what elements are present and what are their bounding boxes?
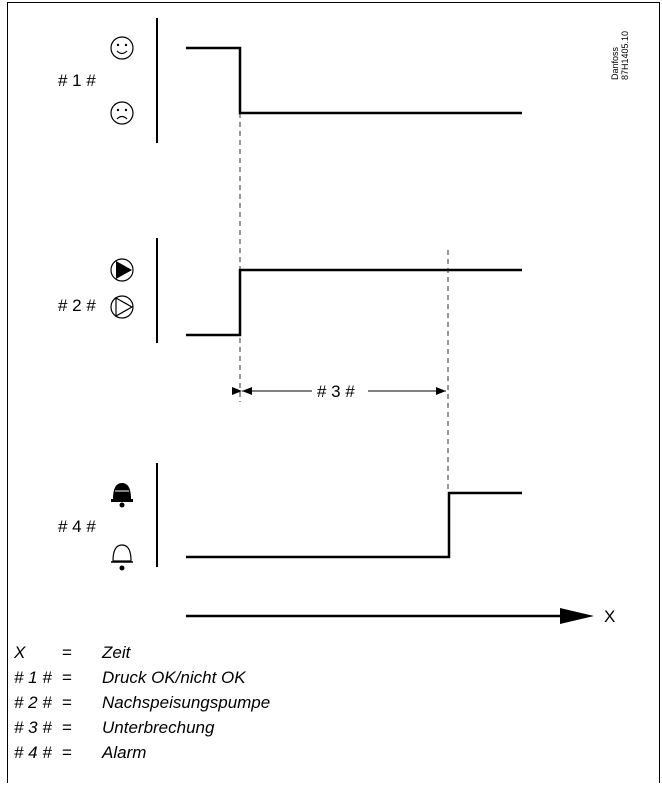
legend-equals: = [62,643,72,662]
legend-key: X [14,643,26,662]
signal2-label: # 2 # [58,296,96,315]
pump-off-icon [110,295,134,319]
happy-face-icon [110,36,134,60]
signal4-label: # 4 # [58,517,96,536]
legend-key: # 1 # [14,668,52,687]
legend-description: Zeit [102,643,131,662]
x-axis-label: X [604,607,615,626]
signal2-waveform [186,268,522,337]
time-axis-arrowhead [560,608,594,624]
sad-face-icon [110,101,134,125]
pump-on-icon [110,258,134,282]
legend-key: # 2 # [14,693,52,712]
legend-description: Nachspeisungspumpe [102,693,271,712]
diagram-frame [7,2,660,783]
legend-key: # 4 # [14,743,52,762]
legend-description: Unterbrechung [102,718,215,737]
legend-description: Alarm [102,743,147,762]
alarm-bell-on-icon [111,483,133,508]
legend-equals: = [62,718,72,737]
legend-key: # 3 # [14,718,52,737]
alarm-bell-off-icon [111,544,133,571]
signal1-label: # 1 # [58,71,96,90]
brand-mark: Danfoss 87H1405.10 [590,30,642,82]
legend-description: Druck OK/nicht OK [102,668,246,687]
interval-label: # 3 # [317,382,355,401]
legend-equals: = [62,668,72,687]
brand-name: Danfoss [610,46,620,80]
legend-equals: = [62,693,72,712]
signal4-waveform [186,491,522,559]
legend-equals: = [62,743,72,762]
brand-code: 87H1405.10 [620,30,630,80]
signal1-waveform [186,46,522,115]
